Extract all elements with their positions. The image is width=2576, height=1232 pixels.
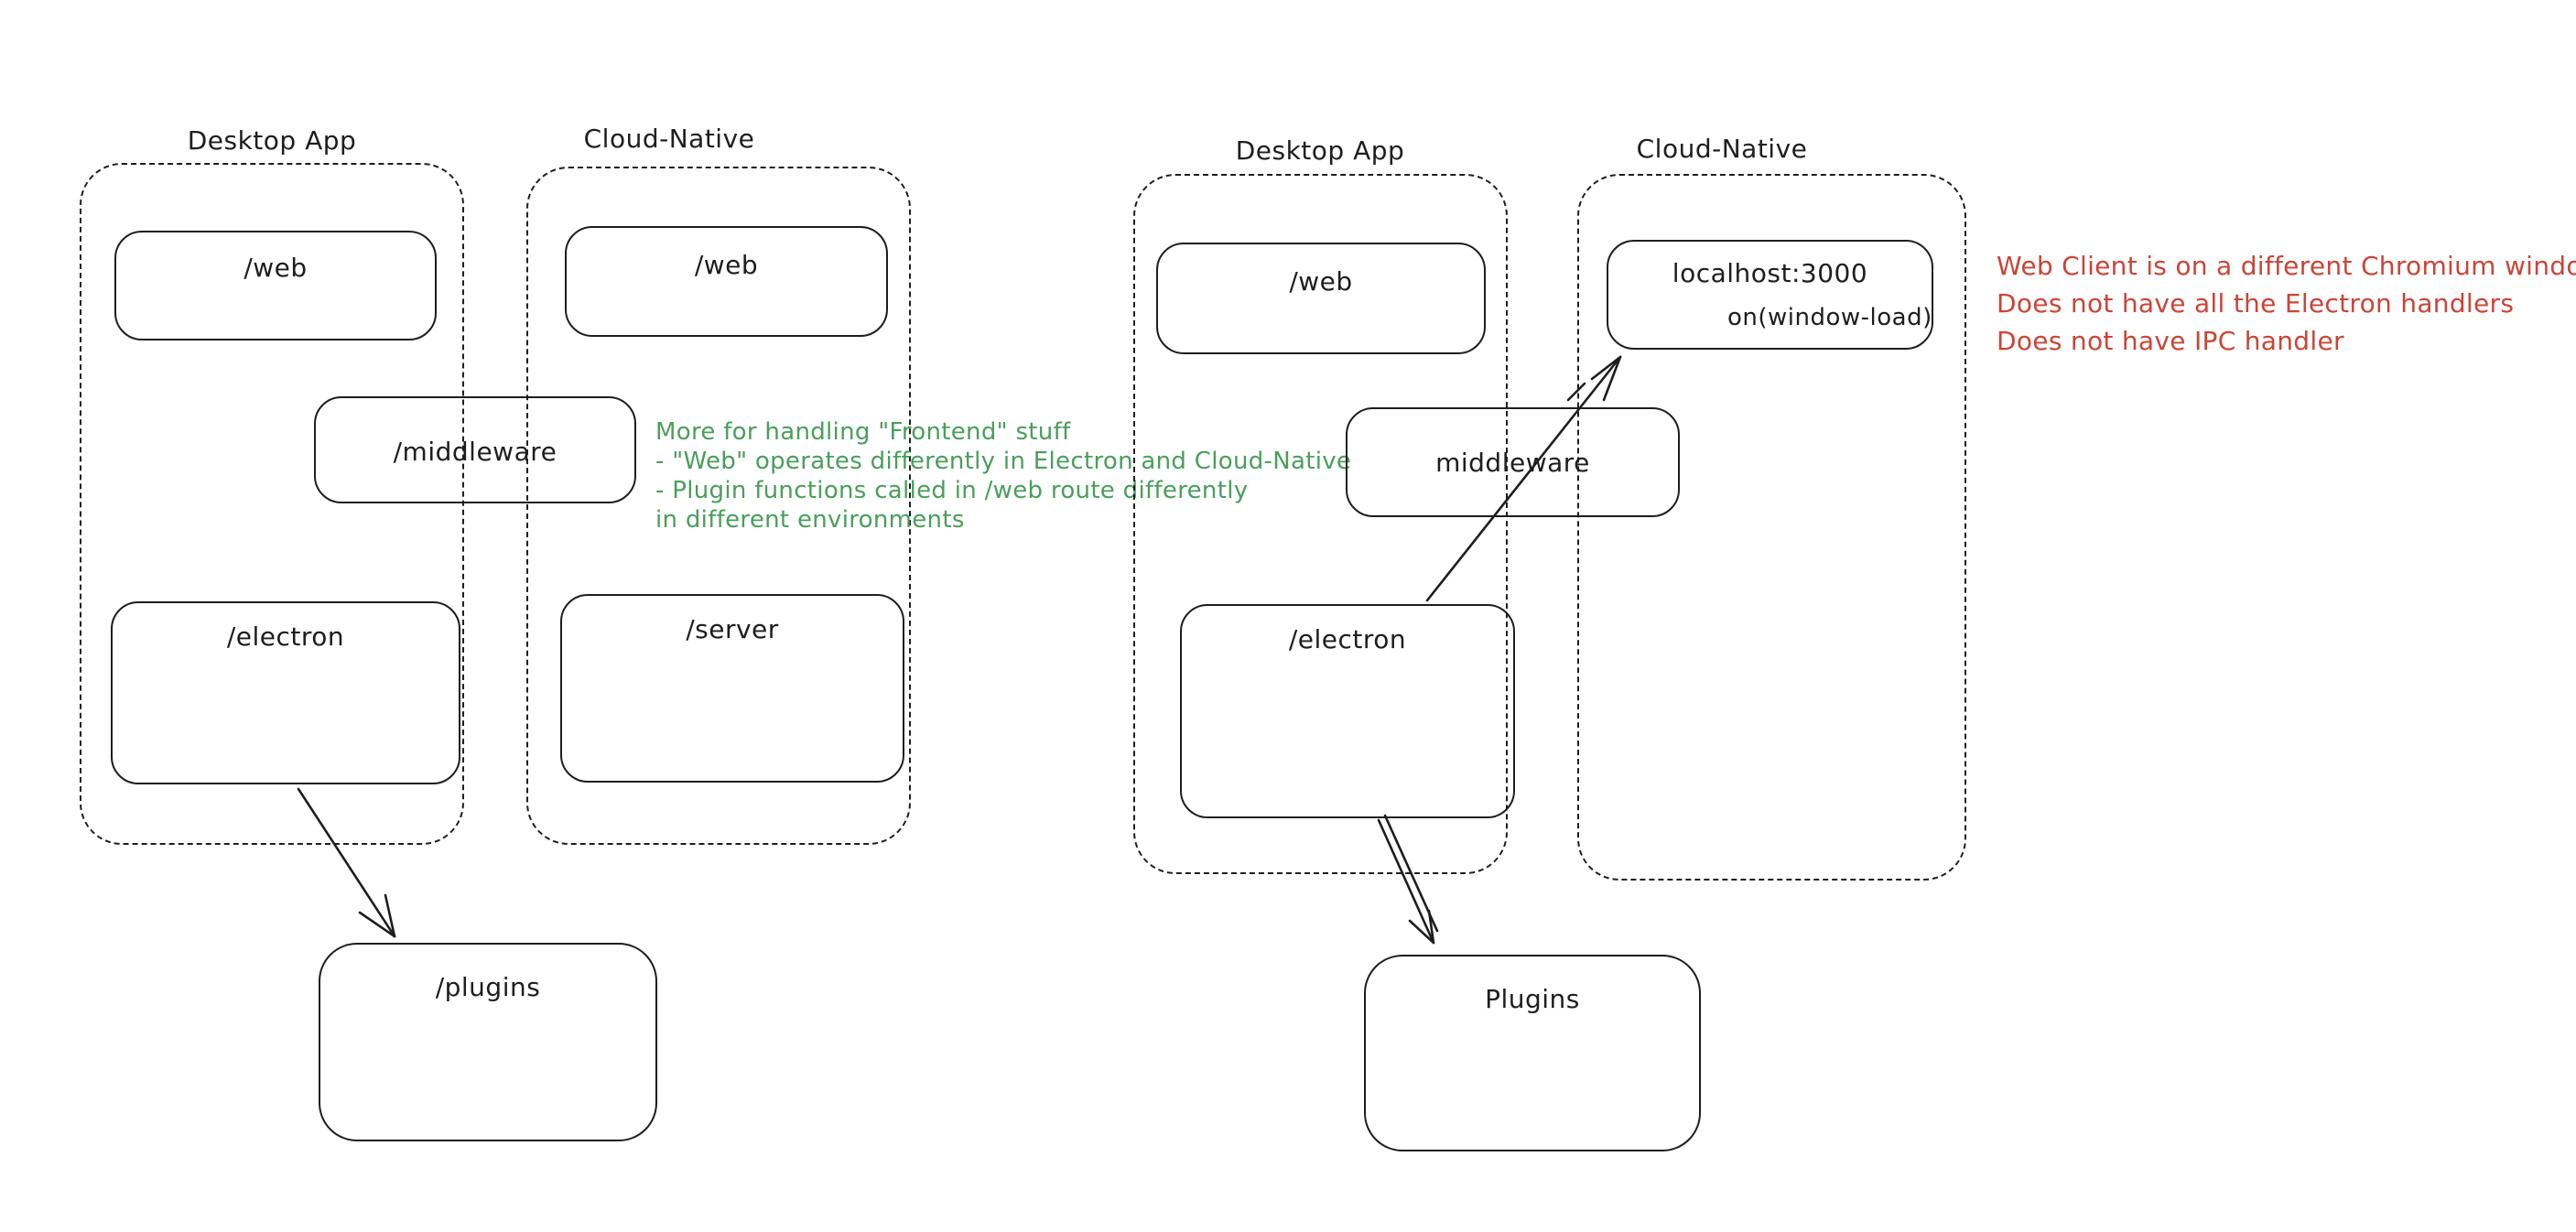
left-desktop-web-box[interactable]: /web — [114, 231, 437, 340]
left-middleware-box[interactable]: /middleware — [314, 396, 636, 503]
localhost-3000-box[interactable]: localhost:3000 on(window-load) — [1607, 240, 1933, 350]
red-annotation-line: Does not have IPC handler — [1997, 326, 2344, 356]
localhost-3000-label: localhost:3000 — [1672, 258, 1868, 288]
right-plugins-box[interactable]: Plugins — [1364, 955, 1701, 1151]
on-window-load-label: on(window-load) — [1727, 304, 1932, 331]
left-cloud-web-box[interactable]: /web — [565, 226, 888, 337]
left-desktop-web-label: /web — [244, 253, 308, 283]
left-electron-box[interactable]: /electron — [111, 601, 460, 784]
left-cloud-native-label[interactable]: Cloud-Native — [583, 124, 755, 154]
left-cloud-web-label: /web — [694, 250, 759, 280]
red-annotation-line: Does not have all the Electron handlers — [1997, 288, 2515, 319]
green-annotation-line: - "Web" operates differently in Electron… — [655, 448, 1352, 475]
green-annotation-line: More for handling "Frontend" stuff — [655, 418, 1071, 446]
right-desktop-web-label: /web — [1289, 266, 1353, 297]
left-desktop-app-container[interactable] — [80, 163, 464, 845]
red-annotation-line: Web Client is on a different Chromium wi… — [1997, 251, 2576, 281]
left-cloud-native-container[interactable] — [526, 167, 911, 845]
left-plugins-box[interactable]: /plugins — [319, 943, 657, 1141]
left-middleware-label: /middleware — [393, 437, 557, 467]
green-annotation[interactable]: More for handling "Frontend" stuff - "We… — [655, 417, 1351, 535]
right-middleware-box[interactable]: middleware — [1346, 407, 1680, 517]
left-plugins-label: /plugins — [435, 972, 541, 1002]
left-desktop-app-label[interactable]: Desktop App — [187, 125, 357, 156]
right-electron-box[interactable]: /electron — [1180, 604, 1515, 818]
left-electron-label: /electron — [226, 621, 345, 652]
right-electron-label: /electron — [1288, 624, 1407, 654]
left-server-label: /server — [686, 614, 779, 644]
right-desktop-web-box[interactable]: /web — [1156, 243, 1486, 354]
green-annotation-line: - Plugin functions called in /web route … — [655, 477, 1249, 504]
right-cloud-native-label[interactable]: Cloud-Native — [1636, 134, 1808, 164]
green-annotation-line: in different environments — [655, 506, 965, 534]
right-middleware-label: middleware — [1435, 448, 1590, 478]
red-annotation[interactable]: Web Client is on a different Chromium wi… — [1997, 247, 2576, 360]
right-plugins-label: Plugins — [1485, 984, 1580, 1014]
left-server-box[interactable]: /server — [560, 594, 904, 783]
right-desktop-app-label[interactable]: Desktop App — [1235, 135, 1405, 166]
